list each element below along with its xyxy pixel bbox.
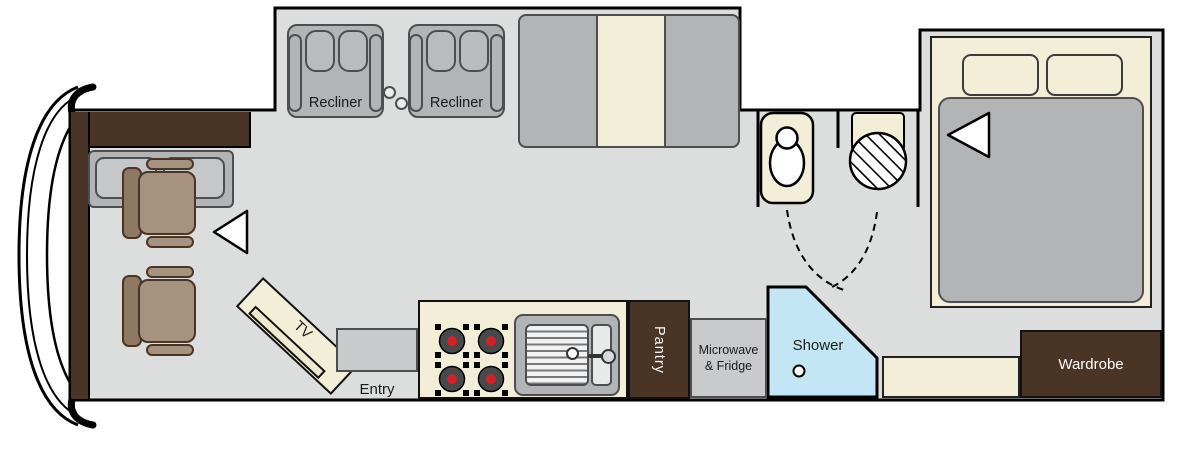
bedroom-bench: [882, 356, 1020, 398]
cab-windshield: [45, 112, 81, 398]
microwave-fridge: Microwave & Fridge: [690, 318, 767, 398]
recliner-back-cushion: [426, 30, 456, 72]
pillow-right: [1046, 54, 1123, 96]
door-swing-dashes: [786, 209, 878, 291]
recliner-back-cushion: [459, 30, 489, 72]
front-slideout-wall-left: [71, 112, 90, 399]
interior-walls: [756, 111, 920, 207]
sink-drain: [566, 347, 579, 360]
fridge-label: & Fridge: [704, 359, 753, 373]
seat-armrest: [146, 158, 194, 170]
front-slideout-wall-top: [71, 112, 251, 148]
cup-holder: [383, 86, 396, 99]
seat-armrest: [146, 236, 194, 248]
shower-drain: [792, 364, 806, 378]
shower-stall: [766, 285, 879, 399]
bed-mattress: [938, 97, 1144, 303]
shower-label: Shower: [792, 337, 844, 354]
faucet: [601, 349, 616, 364]
recliner-label: Recliner: [308, 95, 363, 111]
pillow-left: [962, 54, 1039, 96]
seat-cushion: [138, 279, 196, 343]
seat-armrest: [146, 266, 194, 278]
recliner-left: Recliner: [287, 24, 384, 118]
recliner-back-cushion: [338, 30, 368, 72]
recliner-armrest: [409, 34, 423, 112]
cab-seat-driver: [122, 158, 206, 248]
cab-mirror-bottom: [67, 395, 97, 429]
seat-cushion: [138, 171, 196, 235]
seat-armrest: [146, 344, 194, 356]
sofa-bed: [518, 14, 740, 148]
wardrobe-label: Wardrobe: [1058, 355, 1124, 373]
wardrobe: Wardrobe: [1020, 330, 1162, 398]
cab-outline: [17, 85, 79, 427]
cab-mirror-top: [67, 83, 97, 117]
recliner-armrest: [288, 34, 302, 112]
round-sink: [848, 112, 908, 191]
cab-bumper: [25, 95, 79, 417]
microwave-label: Microwave: [698, 342, 759, 357]
cup-holder: [395, 97, 408, 110]
kitchen-sink: [514, 314, 620, 396]
entry-label: Entry: [359, 381, 395, 398]
sofa-bed-center-cushion: [596, 16, 666, 146]
pantry-label: Pantry: [651, 325, 667, 374]
recliner-back-cushion: [305, 30, 335, 72]
recliner-right: Recliner: [408, 24, 505, 118]
pantry-cabinet: Pantry: [628, 300, 690, 399]
entry-area: Entry: [336, 328, 418, 398]
recliner-armrest: [490, 34, 504, 112]
sink-drainboard: [525, 324, 589, 386]
cab-seat-passenger: [122, 266, 206, 356]
entry-step: [336, 328, 418, 372]
recliner-armrest: [369, 34, 383, 112]
faucet-spout: [588, 354, 604, 358]
toilet: [759, 111, 815, 205]
recliner-label: Recliner: [429, 95, 484, 111]
